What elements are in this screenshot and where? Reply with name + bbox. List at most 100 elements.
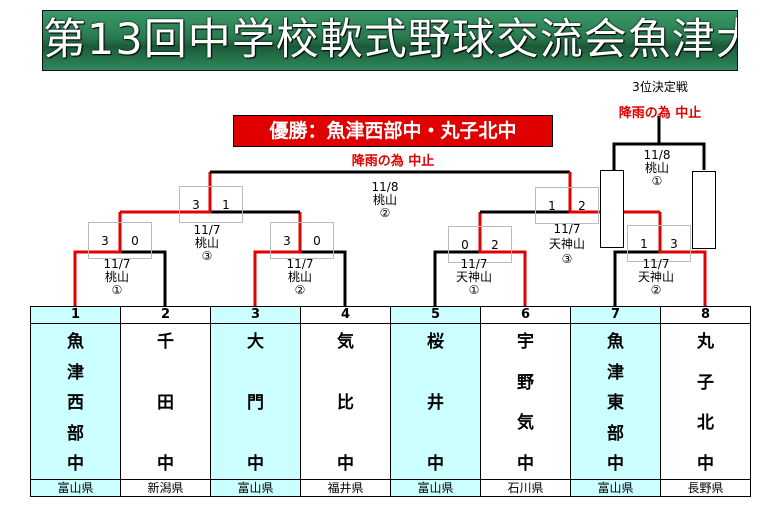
score-left: 1 <box>548 199 556 213</box>
team-name-char: 門 <box>247 393 264 413</box>
team-name: 丸子北中 <box>660 323 751 480</box>
team-name-char: 魚 <box>67 332 84 352</box>
team-name-char: 部 <box>607 423 624 444</box>
team-name-char: 中 <box>607 454 624 474</box>
team-name-char: 中 <box>67 454 84 474</box>
team-number: 5 <box>390 306 481 324</box>
score-right: 3 <box>670 237 678 251</box>
line-winner <box>253 212 302 306</box>
team-name-char: 比 <box>337 393 354 413</box>
line-winner <box>120 172 212 214</box>
team-name-char: 大 <box>247 332 264 352</box>
match-venue: 天神山 <box>548 237 586 251</box>
team-name-char: 子 <box>697 372 714 393</box>
match-date: 11/8 <box>371 180 399 194</box>
line-winner <box>478 212 527 306</box>
team-name-char: 魚 <box>607 332 624 352</box>
team-name-column: 桜井中 <box>391 324 480 474</box>
team-name: 桜井中 <box>390 323 481 480</box>
third-place-slot-right <box>692 171 716 249</box>
match-game: ① <box>111 283 123 297</box>
team-name: 宇野気中 <box>480 323 571 480</box>
match-date: 11/7 <box>553 222 581 236</box>
team-name: 大門中 <box>210 323 301 480</box>
match-date: 11/7 <box>642 257 670 271</box>
match-game: ③ <box>561 252 573 266</box>
team-name-column: 千田中 <box>121 324 210 474</box>
team-name-char: 西 <box>67 393 84 413</box>
match-game: ① <box>468 283 480 297</box>
team-number: 4 <box>300 306 391 324</box>
third-place-note: 降雨の為 中止 <box>618 106 702 121</box>
team-name-char: 中 <box>427 454 444 474</box>
score-left: 3 <box>101 234 109 248</box>
match-date: 11/7 <box>460 257 488 271</box>
match-game: ② <box>379 206 391 220</box>
team-name-char: 中 <box>247 454 264 474</box>
team-name-char: 部 <box>67 423 84 444</box>
line-loser <box>433 250 480 306</box>
line-winner <box>658 212 707 306</box>
match-venue: 天神山 <box>455 270 493 284</box>
team-name-column: 気比中 <box>301 324 390 474</box>
team-prefecture: 石川県 <box>480 479 571 497</box>
match-game: ② <box>294 283 306 297</box>
team-number: 2 <box>120 306 211 324</box>
team-name-char: 田 <box>157 393 174 413</box>
match-date: 11/8 <box>643 148 671 162</box>
match-date: 11/7 <box>193 223 221 237</box>
score-left: 0 <box>461 238 469 252</box>
score-left: 3 <box>283 234 291 248</box>
match-game: ① <box>651 174 663 188</box>
team-name-char: 中 <box>697 453 714 474</box>
team-name-char: 丸 <box>697 332 714 352</box>
team-name-char: 気 <box>337 332 354 352</box>
team-name-char: 津 <box>67 362 84 383</box>
line-loser <box>613 250 660 306</box>
team-name-char: 北 <box>697 413 714 434</box>
match-date: 11/7 <box>286 257 314 271</box>
line-loser <box>300 250 347 306</box>
score-right: 1 <box>222 198 230 212</box>
team-name-char: 気 <box>517 413 534 434</box>
team-prefecture: 富山県 <box>390 479 481 497</box>
team-name-char: 井 <box>427 393 444 413</box>
team-name: 魚津西部中 <box>30 323 121 480</box>
team-name-char: 野 <box>517 372 534 393</box>
team-number: 8 <box>660 306 751 324</box>
line-loser <box>120 250 167 306</box>
team-prefecture: 新潟県 <box>120 479 211 497</box>
score-right: 0 <box>313 234 321 248</box>
team-name: 魚津東部中 <box>570 323 661 480</box>
match-game: ③ <box>201 249 213 263</box>
team-prefecture: 富山県 <box>570 479 661 497</box>
final-note: 降雨の為 中止 <box>351 154 435 169</box>
team-prefecture: 福井県 <box>300 479 391 497</box>
score-left: 3 <box>192 198 200 212</box>
score-right: 0 <box>131 234 139 248</box>
team-name-char: 東 <box>607 393 624 413</box>
team-name-column: 丸子北中 <box>661 324 750 474</box>
team-prefecture: 富山県 <box>30 479 121 497</box>
tournament-title: 第13回中学校軟式野球交流会魚津大会 <box>42 10 738 71</box>
match-venue: 桃山 <box>287 270 313 284</box>
match-date: 11/7 <box>103 257 131 271</box>
team-number: 3 <box>210 306 301 324</box>
team-prefecture: 富山県 <box>210 479 301 497</box>
team-name-char: 中 <box>337 454 354 474</box>
third-place-slot-left <box>600 170 624 248</box>
final-info: 11/8 桃山 ② <box>372 181 399 220</box>
team-name-column: 魚津西部中 <box>31 324 120 474</box>
line-third <box>612 116 706 170</box>
team-number: 6 <box>480 306 571 324</box>
match-venue: 桃山 <box>194 236 220 250</box>
